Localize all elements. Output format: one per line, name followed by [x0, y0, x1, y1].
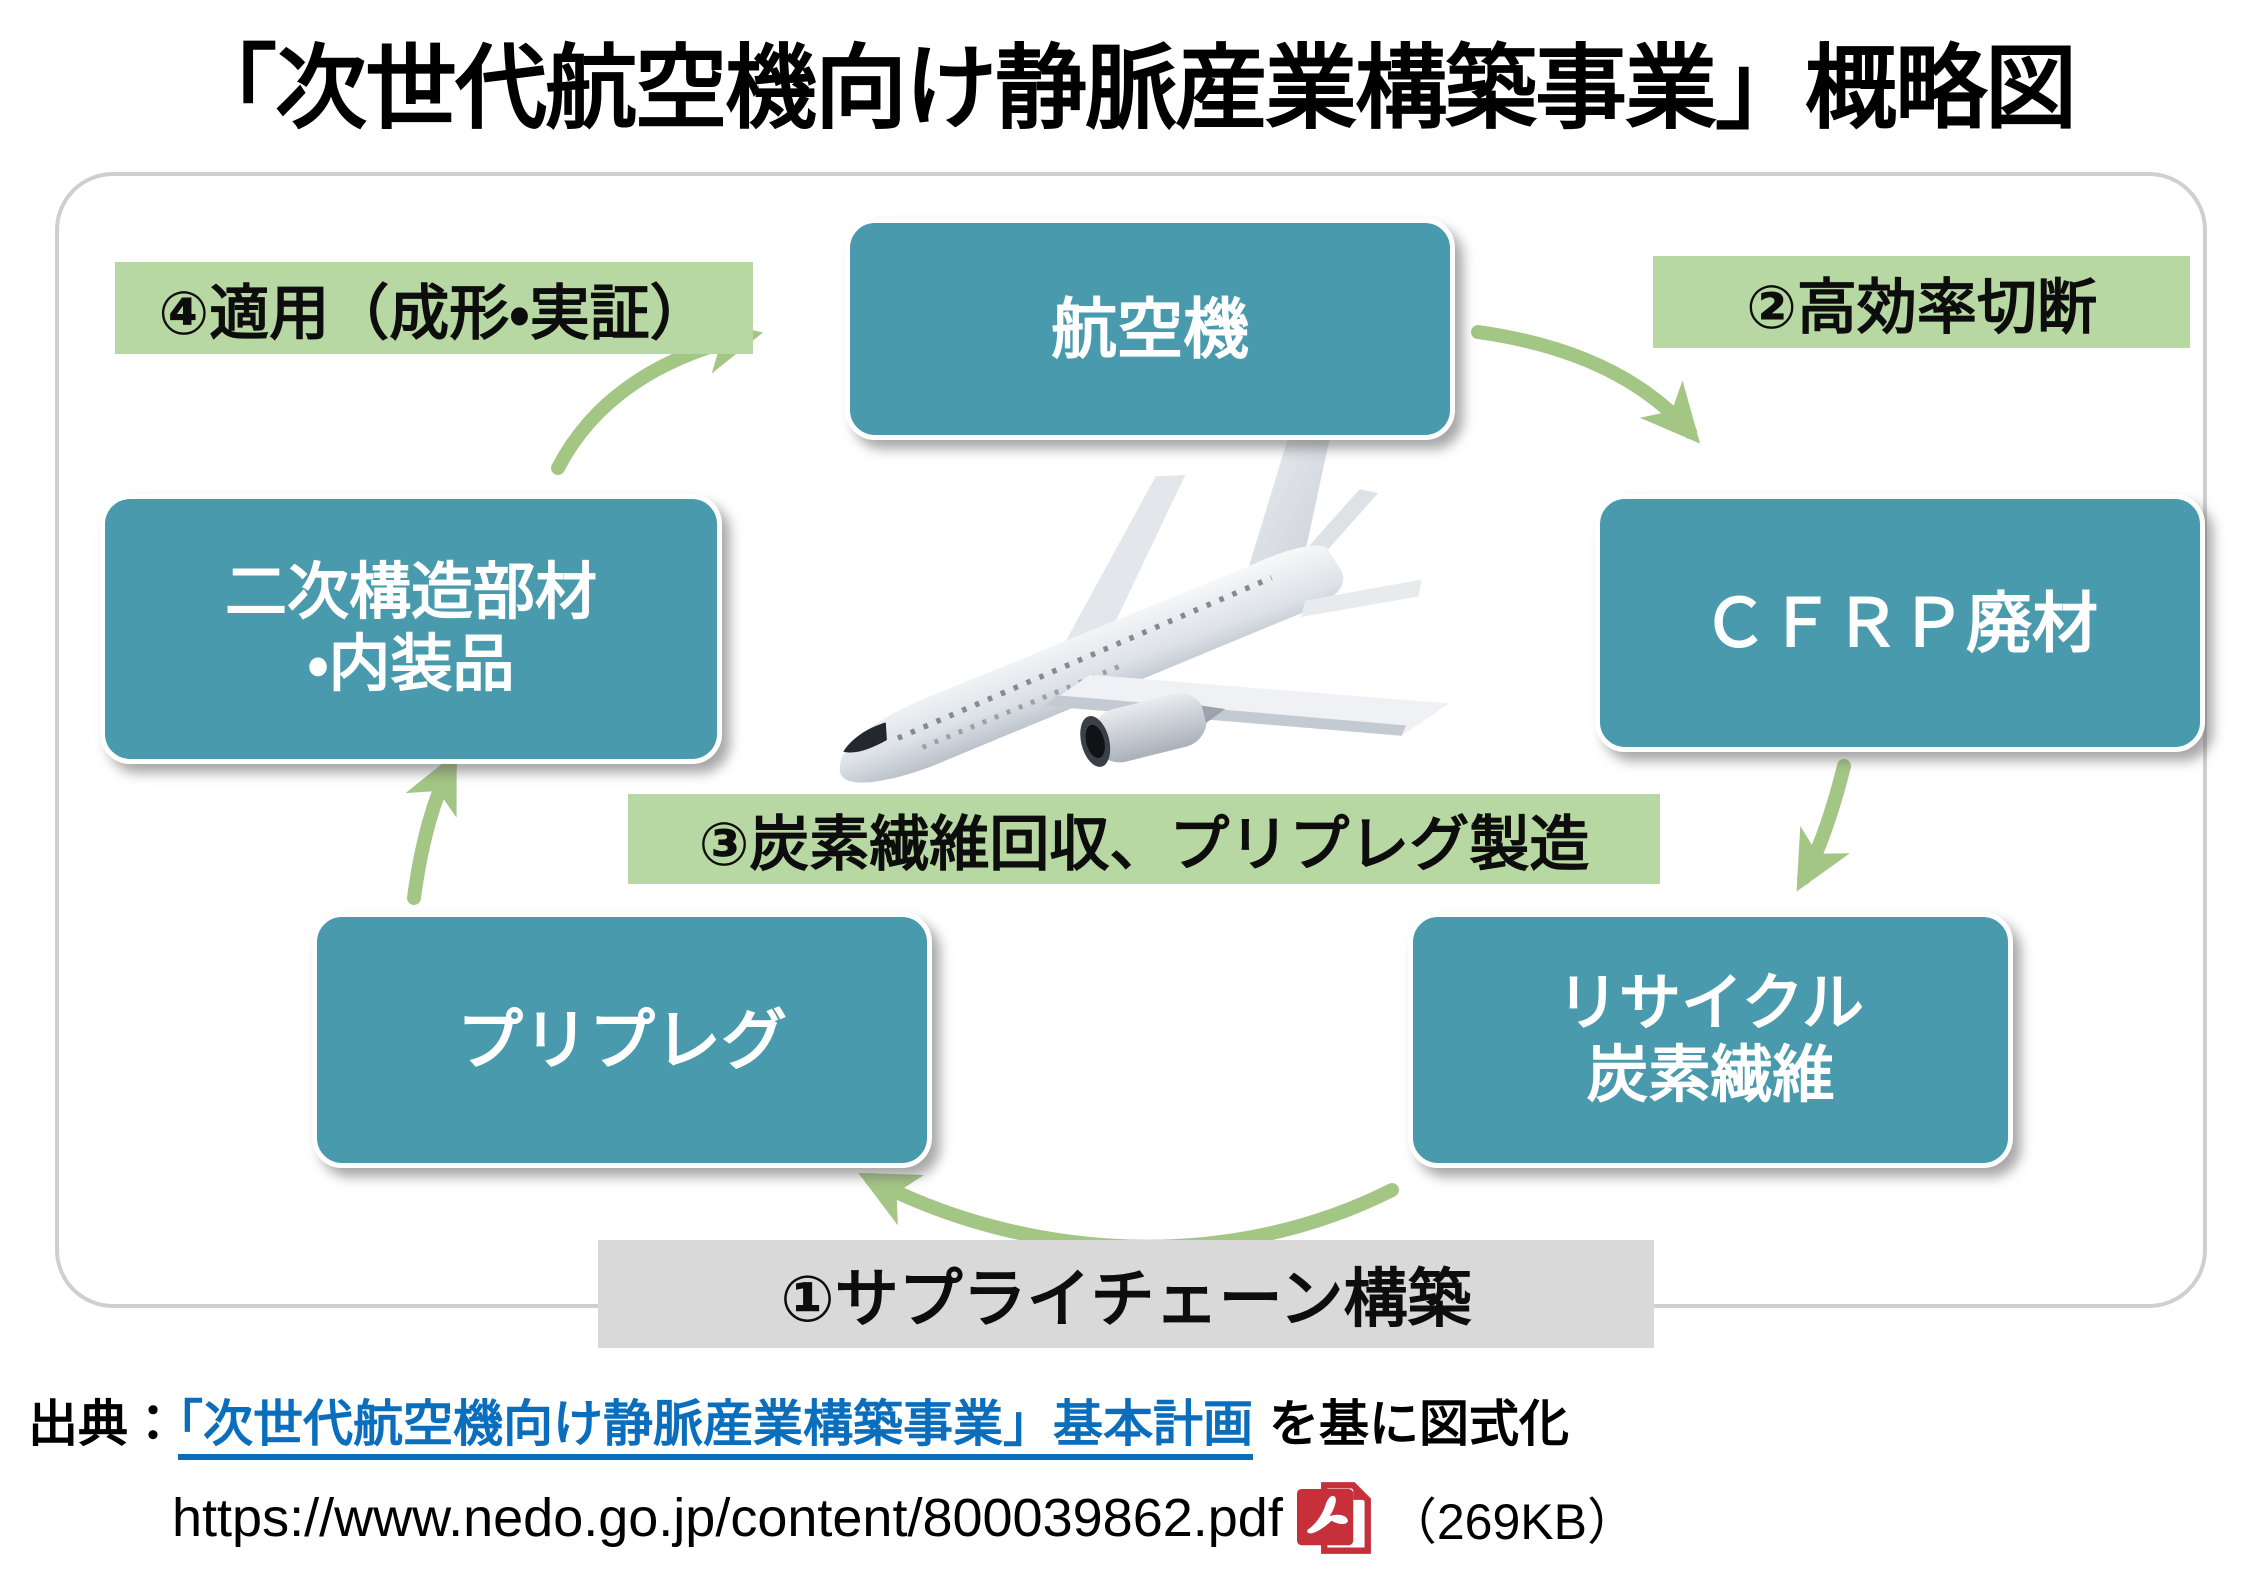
- node-cfrp-waste: ＣＦＲＰ廃材: [1595, 494, 2205, 752]
- node-secondary-parts-line2: ・内装品: [307, 630, 515, 699]
- step-label-supply-chain: ①サプライチェーン構築: [598, 1240, 1654, 1348]
- step-label-recovery: ③炭素繊維回収、プリプレグ製造: [628, 794, 1660, 884]
- node-prepreg-label: プリプレグ: [457, 1002, 787, 1077]
- page-title: 「次世代航空機向け静脈産業構築事業」概略図: [184, 38, 2077, 140]
- source-plan-link[interactable]: 「次世代航空機向け静脈産業構築事業」基本計画: [178, 1396, 1253, 1460]
- step-label-cutting: ②高効率切断: [1653, 256, 2190, 348]
- node-recycled-line2: 炭素繊維: [1586, 1041, 1835, 1110]
- node-secondary-parts: 二次構造部材 ・内装品: [100, 494, 722, 764]
- node-recycled-carbon-fiber: リサイクル 炭素繊維: [1408, 912, 2013, 1168]
- file-size-note: （269KB）: [1386, 1494, 1637, 1550]
- source-suffix: を基に図式化: [1269, 1396, 1569, 1452]
- node-prepreg: プリプレグ: [312, 912, 932, 1168]
- node-cfrp-waste-label: ＣＦＲＰ廃材: [1702, 585, 2098, 660]
- source-url: https://www.nedo.go.jp/content/800039862…: [172, 1488, 1283, 1548]
- airplane-image: [839, 420, 1450, 783]
- node-aircraft: 航空機: [845, 218, 1455, 440]
- node-recycled-line1: リサイクル: [1557, 969, 1864, 1039]
- node-aircraft-label: 航空機: [1051, 291, 1249, 366]
- source-url-line: https://www.nedo.go.jp/content/800039862…: [172, 1478, 1637, 1558]
- source-prefix: 出典：: [28, 1396, 178, 1452]
- source-line: 出典：「次世代航空機向け静脈産業構築事業」基本計画を基に図式化: [28, 1384, 1569, 1460]
- pdf-icon[interactable]: [1296, 1478, 1375, 1558]
- node-secondary-parts-line1: 二次構造部材: [224, 558, 597, 628]
- step-label-application: ④適用（成形・実証）: [115, 262, 753, 354]
